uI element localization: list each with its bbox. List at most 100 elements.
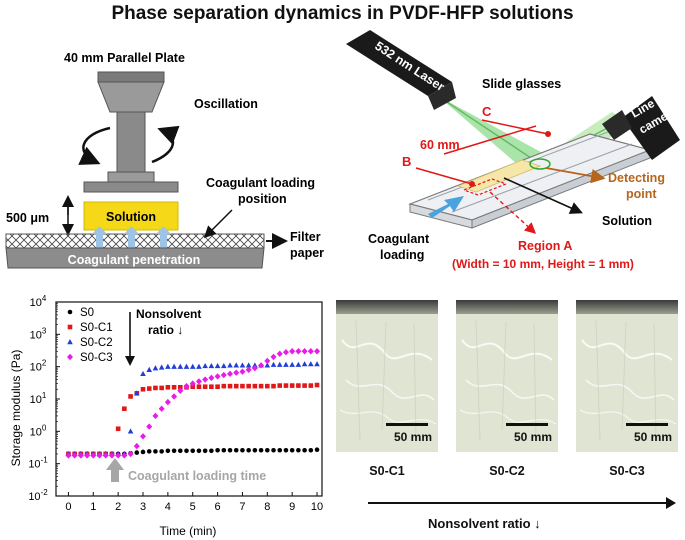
y-tick-label: 103: [30, 326, 47, 341]
data-point-s0-c3: [102, 452, 109, 459]
x-tick-label: 4: [165, 501, 171, 513]
data-point-s0-c1: [128, 394, 133, 399]
data-point-s0: [246, 447, 251, 453]
data-point-s0-c1: [215, 384, 220, 390]
legend-label-s0: S0: [80, 307, 94, 319]
x-tick-label: 9: [289, 501, 295, 513]
data-point-s0-c3: [96, 452, 103, 459]
data-point-s0-c3: [189, 380, 196, 387]
data-point-s0-c1: [277, 383, 283, 388]
laser-device: 532 nm Laser: [346, 30, 456, 110]
photo-top-edge: [576, 300, 678, 314]
photo-texture: [579, 319, 677, 441]
photo-s0-c3: 50 mm: [576, 300, 678, 452]
data-point-s0-c3: [314, 348, 321, 355]
data-point-s0: [271, 447, 276, 453]
slide-glasses-label: Slide glasses: [482, 77, 561, 91]
coagulant-loading-line2: loading: [380, 248, 424, 262]
solution-label: Solution: [106, 210, 156, 224]
data-point-s0-c3: [295, 348, 302, 355]
x-tick-label: 7: [239, 501, 245, 513]
data-point-s0-c1: [314, 382, 320, 388]
detecting-point-line1: Detecting: [608, 171, 665, 185]
data-point-s0-c3: [239, 368, 246, 375]
photo-top-edge: [336, 300, 438, 314]
photo-axis-label: Nonsolvent ratio ↓: [428, 516, 541, 531]
data-point-s0-c2: [314, 361, 320, 367]
data-point-s0-c2: [127, 428, 134, 434]
filter-paper-label-line2: paper: [290, 246, 324, 260]
y-tick-label: 102: [30, 359, 47, 374]
data-point-s0-c1: [283, 383, 289, 388]
data-point-s0: [277, 447, 283, 453]
data-point-s0-c1: [221, 383, 227, 389]
data-point-s0-c2: [202, 362, 208, 369]
data-point-s0-c2: [301, 361, 308, 367]
x-tick-label: 6: [215, 501, 221, 513]
marker-c-label: C: [482, 104, 492, 119]
data-point-s0-c3: [146, 423, 153, 430]
x-axis-label: Time (min): [160, 524, 217, 538]
y-tick-label: 104: [30, 294, 47, 309]
photo-label-s0-c1: S0-C1: [369, 464, 405, 478]
data-point-s0-c3: [208, 374, 215, 382]
data-point-s0: [289, 447, 295, 453]
data-point-s0-c3: [84, 452, 91, 459]
legend-label-s0-c3: S0-C3: [80, 352, 113, 364]
x-tick-label: 2: [115, 501, 121, 513]
data-point-s0-c2: [233, 362, 240, 368]
data-point-s0-c2: [171, 363, 177, 369]
solution-pointer: [503, 177, 583, 214]
optical-solution-label: Solution: [602, 214, 652, 228]
data-point-s0-c3: [202, 376, 209, 383]
data-point-s0-c2: [289, 361, 295, 367]
detecting-point-pointer: [545, 167, 606, 184]
data-point-s0: [308, 447, 314, 453]
data-point-s0-c2: [177, 363, 184, 369]
data-point-s0-c3: [276, 350, 283, 357]
marker-c-dot: [545, 131, 551, 137]
data-point-s0-c1: [227, 383, 233, 389]
data-point-s0-c3: [233, 369, 240, 376]
data-point-s0-c1: [202, 384, 208, 390]
data-point-s0: [227, 447, 233, 453]
detecting-point-line2: point: [626, 187, 657, 201]
scale-bar: [386, 423, 428, 426]
y-tick-label: 101: [30, 391, 47, 406]
data-point-s0-c1: [258, 383, 264, 389]
data-point-s0: [184, 448, 189, 454]
data-point-s0-c3: [121, 452, 128, 459]
region-a-pointer: [489, 191, 537, 234]
legend-marker-s0-c3: [67, 353, 73, 361]
data-point-s0-c3: [90, 452, 97, 459]
coagulant-loading-position-line2: position: [238, 192, 287, 206]
data-point-s0: [209, 448, 214, 454]
data-point-s0-c1: [308, 383, 314, 388]
coagulant-position-pointer: [203, 209, 233, 239]
data-point-s0: [233, 447, 239, 453]
legend-label-s0-c2: S0-C2: [80, 337, 113, 349]
data-point-s0-c1: [296, 383, 301, 388]
optical-setup: 532 nm Laser Line scan camera Slide glas…: [346, 30, 683, 271]
data-point-s0-c3: [152, 412, 159, 420]
data-point-s0-c2: [264, 362, 271, 368]
data-point-s0-c2: [245, 362, 252, 368]
data-point-s0-c2: [221, 362, 227, 369]
data-point-s0: [202, 448, 208, 454]
data-point-s0: [140, 449, 146, 455]
scale-bar-label: 50 mm: [633, 430, 672, 444]
data-point-s0-c1: [146, 386, 152, 391]
data-point-s0-c1: [165, 385, 171, 390]
data-point-s0-c3: [140, 433, 147, 440]
photo-top-edge: [456, 300, 558, 314]
data-point-s0-c3: [289, 348, 296, 355]
distance-line: [443, 125, 537, 155]
data-point-s0-c3: [264, 357, 271, 365]
x-tick-label: 3: [140, 501, 146, 513]
loading-time-annotation: Coagulant loading time: [128, 469, 266, 483]
marker-b-line: [415, 167, 473, 185]
data-point-s0-c2: [276, 361, 283, 367]
loading-time-arrow: [106, 458, 124, 482]
data-point-s0-c3: [133, 442, 140, 450]
